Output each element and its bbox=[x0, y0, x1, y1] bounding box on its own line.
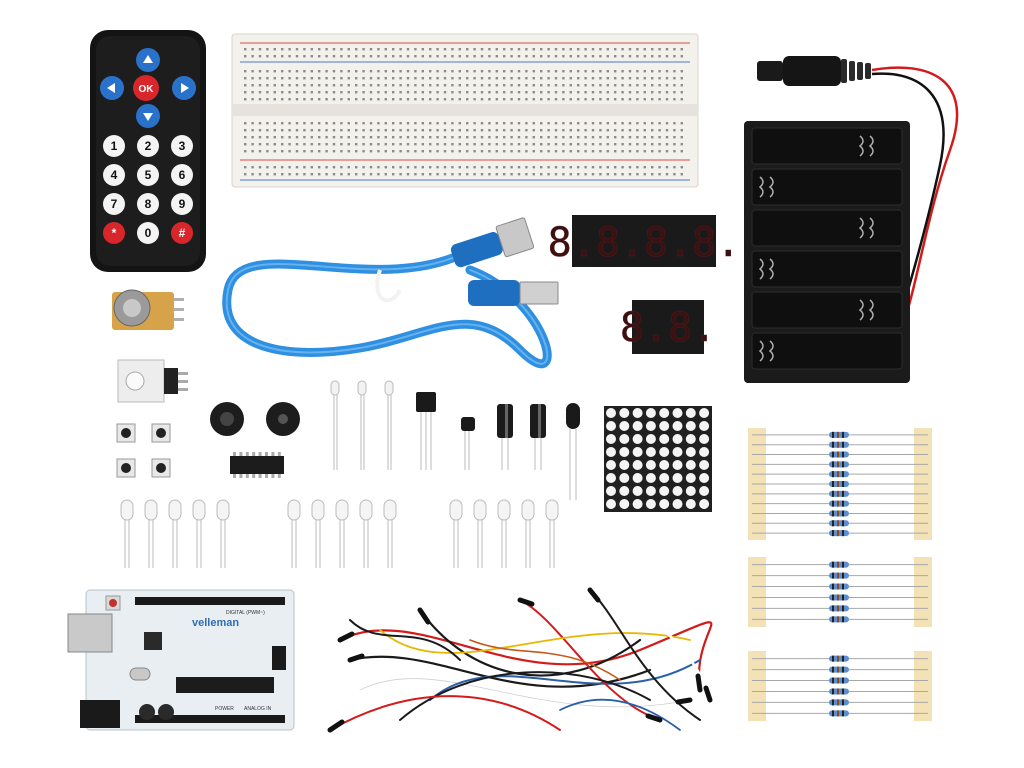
led bbox=[473, 499, 487, 521]
usb-b-plug bbox=[450, 217, 535, 268]
push-buttons bbox=[116, 423, 171, 478]
remote-ok-button bbox=[133, 75, 159, 101]
led bbox=[216, 499, 230, 521]
led bbox=[120, 499, 134, 521]
jumper-wires bbox=[327, 587, 713, 733]
seven-segment-display-2digit: 8.8. bbox=[620, 300, 716, 354]
usb-a-plug bbox=[468, 280, 559, 306]
remote-key-label: 0 bbox=[145, 226, 152, 240]
transistor bbox=[461, 417, 475, 470]
atmega-chip bbox=[176, 677, 274, 693]
remote-key-label: 1 bbox=[111, 139, 118, 153]
reset-button bbox=[109, 599, 117, 607]
remote-key bbox=[103, 135, 125, 157]
sensor-module bbox=[117, 359, 188, 403]
resistor-tape bbox=[914, 651, 932, 721]
battery-holder bbox=[744, 121, 910, 383]
remote-dpad: OK bbox=[100, 48, 196, 128]
led bbox=[192, 499, 206, 521]
remote-key-label: 9 bbox=[179, 197, 186, 211]
ir-receiver bbox=[416, 392, 436, 470]
dc-power-jack bbox=[80, 700, 120, 728]
digital-header bbox=[135, 597, 285, 605]
breadboard-holes bbox=[244, 48, 683, 176]
resistor-strips bbox=[748, 428, 932, 721]
board-digital-label: DIGITAL (PWM~) bbox=[226, 610, 265, 616]
battery-cells bbox=[751, 127, 903, 370]
remote-keypad: 1 2 3 4 5 6 7 8 9 * 0 # bbox=[103, 135, 193, 244]
remote-key bbox=[171, 222, 193, 244]
led bbox=[311, 499, 325, 521]
display2-digits: 8.8. bbox=[620, 305, 716, 351]
remote-ok-label: OK bbox=[139, 84, 155, 95]
clear-leds bbox=[120, 499, 559, 568]
remote-key bbox=[171, 135, 193, 157]
remote-key-label: 4 bbox=[111, 168, 118, 182]
board-brand: velleman bbox=[192, 617, 239, 629]
led-matrix-8x8 bbox=[604, 406, 712, 512]
led bbox=[449, 499, 463, 521]
led bbox=[497, 499, 511, 521]
led bbox=[287, 499, 301, 521]
remote-key bbox=[137, 164, 159, 186]
breadboard bbox=[231, 33, 699, 188]
power-analog-header bbox=[135, 715, 285, 723]
resistor-tape bbox=[748, 651, 766, 721]
display4-digits: 8.8.8.8. bbox=[548, 220, 741, 266]
remote-key bbox=[137, 222, 159, 244]
led bbox=[359, 499, 373, 521]
led bbox=[144, 499, 158, 521]
remote-key-label: 5 bbox=[145, 168, 152, 182]
board-power-label: POWER bbox=[215, 706, 234, 712]
led bbox=[521, 499, 535, 521]
remote-key bbox=[103, 164, 125, 186]
microcontroller-board: velleman DIGITAL (PWM~) POWER ANALOG IN bbox=[67, 589, 295, 731]
remote-key-label: * bbox=[112, 226, 117, 240]
ic-chip bbox=[230, 452, 284, 478]
usb-cable bbox=[222, 217, 559, 369]
seven-segment-display-4digit: 8.8.8.8. bbox=[547, 215, 741, 267]
remote-key bbox=[171, 164, 193, 186]
ir-remote: OK 1 2 3 4 5 6 7 8 9 * 0 # bbox=[90, 30, 206, 272]
remote-key-label: 2 bbox=[145, 139, 152, 153]
remote-key-label: 7 bbox=[111, 197, 118, 211]
remote-key-label: 6 bbox=[179, 168, 186, 182]
board-analog-label: ANALOG IN bbox=[244, 706, 272, 712]
remote-key bbox=[137, 135, 159, 157]
led bbox=[168, 499, 182, 521]
usb-b-port bbox=[67, 613, 113, 653]
ir-led-black bbox=[566, 403, 580, 500]
remote-key-label: 3 bbox=[179, 139, 186, 153]
resistor-tape bbox=[748, 557, 766, 627]
resistor-tape bbox=[914, 557, 932, 627]
potentiometer bbox=[112, 289, 184, 330]
remote-key-label: # bbox=[179, 226, 186, 240]
led bbox=[545, 499, 559, 521]
clear-leds-small bbox=[330, 380, 394, 470]
remote-key bbox=[103, 193, 125, 215]
capacitors bbox=[497, 404, 546, 470]
remote-key-label: 8 bbox=[145, 197, 152, 211]
remote-key bbox=[171, 193, 193, 215]
buzzers bbox=[210, 402, 300, 436]
led bbox=[383, 499, 397, 521]
remote-key bbox=[137, 193, 159, 215]
led bbox=[335, 499, 349, 521]
remote-key bbox=[103, 222, 125, 244]
